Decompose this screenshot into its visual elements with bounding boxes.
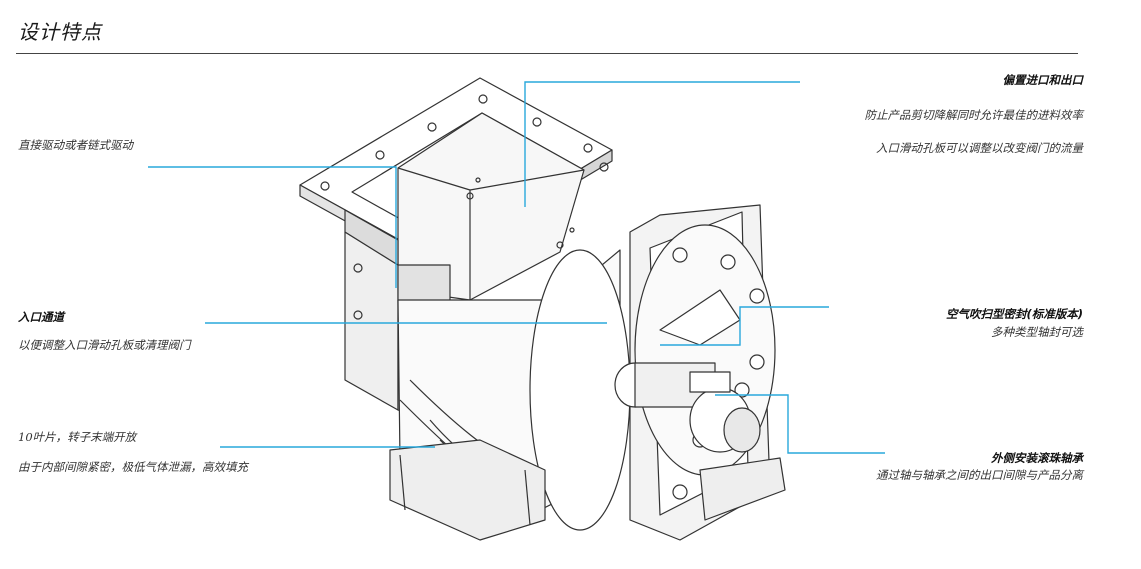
callout-inlet-channel-heading: 入口通道: [18, 310, 64, 324]
callout-rotor-line2: 由于内部间隙紧密，极低气体泄漏，高效填充: [18, 460, 248, 474]
page-title: 设计特点: [18, 20, 102, 44]
callout-air-purge-line1: 多种类型轴封可选: [991, 325, 1083, 339]
callout-inlet-channel-line1: 以便调整入口滑动孔板或清理阀门: [18, 338, 191, 352]
title-divider: [16, 53, 1078, 54]
callout-offset-inlet-line1: 防止产品剪切降解同时允许最佳的进料效率: [864, 108, 1084, 122]
callout-rotor-line1: 10叶片，转子末端开放: [18, 430, 137, 444]
callout-offset-inlet-heading: 偏置进口和出口: [1002, 73, 1084, 87]
callout-air-purge-heading: 空气吹扫型密封(标准版本): [945, 307, 1083, 321]
callout-drive-line1: 直接驱动或者链式驱动: [18, 138, 133, 152]
callout-bearing-heading: 外侧安装滚珠轴承: [991, 451, 1083, 465]
callout-offset-inlet-line2: 入口滑动孔板可以调整以改变阀门的流量: [876, 141, 1083, 155]
callout-bearing-line1: 通过轴与轴承之间的出口间隙与产品分离: [876, 468, 1083, 482]
